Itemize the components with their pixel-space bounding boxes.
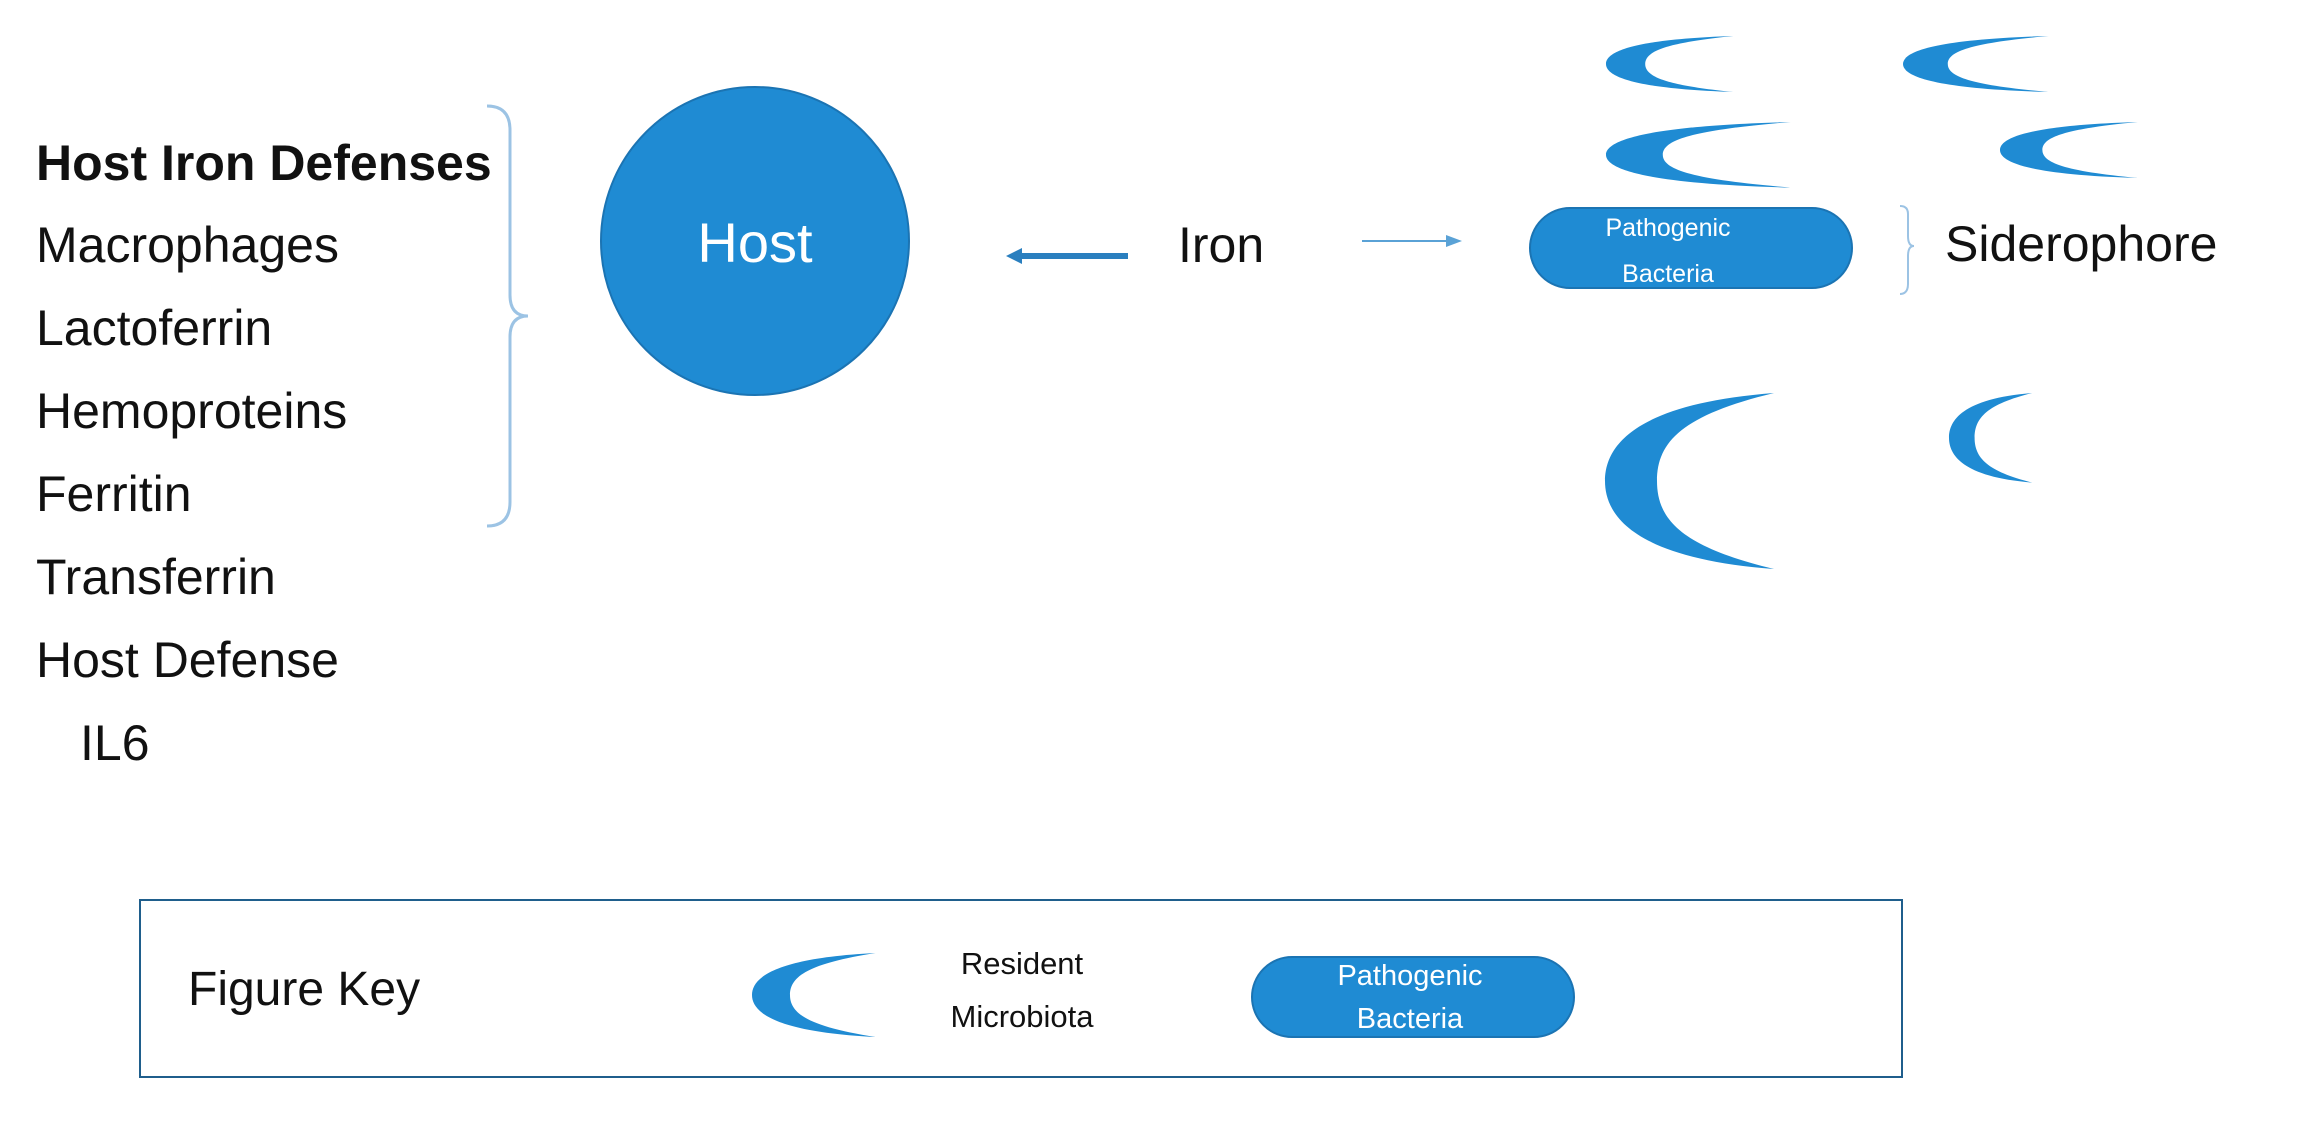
- iron-to-bacteria-arrow: [1362, 235, 1462, 247]
- defense-item: Hemoproteins: [36, 383, 347, 439]
- defense-sub-item: IL6: [80, 715, 150, 771]
- host-circle: [600, 86, 910, 396]
- defense-item: Transferrin: [36, 549, 276, 605]
- key-resident-label-line2: Microbiota: [951, 999, 1095, 1034]
- key-pathogenic-label-line2: Bacteria: [1357, 1003, 1464, 1035]
- defense-item: Host Defense: [36, 632, 339, 688]
- figure-key: Figure Key Resident Microbiota Pathogeni…: [139, 899, 1903, 1078]
- resident-microbiota-crescent: [1605, 393, 1774, 569]
- resident-microbiota-crescent: [1949, 393, 2033, 483]
- pathogenic-bacteria-node: Pathogenic Bacteria: [1529, 207, 1853, 289]
- resident-microbiota-group: [1605, 36, 2138, 569]
- iron-label: Iron: [1178, 217, 1264, 273]
- siderophore-bracket: [1899, 205, 1915, 295]
- iron-to-host-arrow: [1006, 248, 1128, 264]
- defense-item: Macrophages: [36, 217, 339, 273]
- key-pathogenic-bacteria-icon: [1251, 956, 1575, 1038]
- key-resident-label-line1: Resident: [961, 946, 1084, 981]
- figure-key-title: Figure Key: [188, 963, 420, 1016]
- key-pathogenic-label-line1: Pathogenic: [1337, 960, 1482, 992]
- defense-item: Lactoferrin: [36, 300, 272, 356]
- host-node: Host: [600, 86, 910, 396]
- defenses-list: Host Iron Defenses Macrophages Lactoferr…: [36, 135, 492, 771]
- pathogenic-label-line1: Pathogenic: [1605, 214, 1730, 242]
- pathogenic-label-line2: Bacteria: [1622, 260, 1714, 288]
- defense-item: Ferritin: [36, 466, 192, 522]
- figure-key-border: [139, 899, 1903, 1078]
- resident-microbiota-crescent: [1606, 36, 1734, 92]
- pathogenic-bacteria-pill: [1529, 207, 1853, 289]
- siderophore-label: Siderophore: [1945, 216, 2217, 272]
- host-label: Host: [697, 211, 813, 274]
- resident-microbiota-crescent: [1606, 122, 1791, 188]
- resident-microbiota-crescent: [1903, 36, 2049, 92]
- defenses-title: Host Iron Defenses: [36, 135, 492, 191]
- resident-microbiota-crescent: [2000, 122, 2138, 178]
- defenses-bracket: [486, 104, 529, 528]
